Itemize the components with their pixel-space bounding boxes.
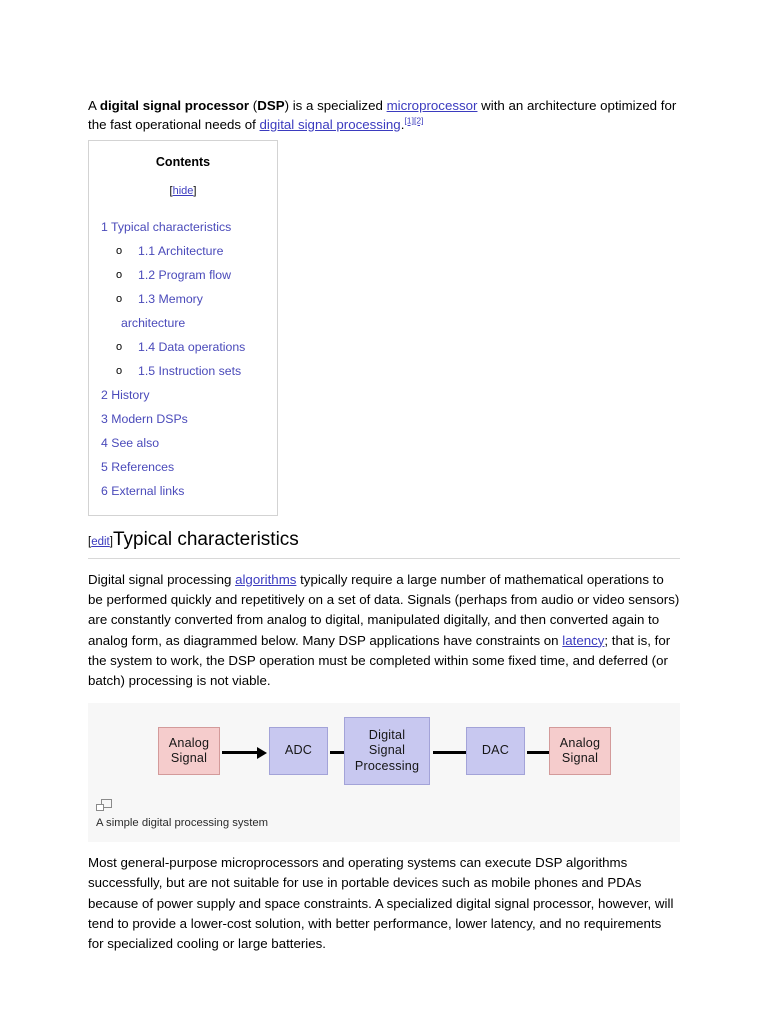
paragraph-typical-characteristics: Digital signal processing algorithms typ… bbox=[88, 570, 680, 691]
section-edit-link[interactable]: edit bbox=[91, 536, 110, 548]
enlarge-icon-outer-square bbox=[101, 799, 112, 809]
toc-item-1[interactable]: 1 Typical characteristics bbox=[101, 215, 265, 239]
toc-item-1-5[interactable]: o 1.5 Instruction sets bbox=[101, 359, 265, 383]
node-label-line2: Signal bbox=[368, 743, 406, 758]
arrow-analog-to-adc bbox=[222, 746, 267, 759]
para1-text-b: typically require a large number of math… bbox=[88, 572, 680, 648]
toc-bullet-icon: o bbox=[116, 245, 123, 257]
figure-caption-wrap: A simple digital processing system bbox=[88, 799, 680, 842]
link-algorithms[interactable]: algorithms bbox=[235, 572, 297, 587]
enlarge-icon[interactable] bbox=[96, 799, 112, 812]
lead-text-c: ) is a specialized bbox=[284, 98, 387, 113]
para1-text-c: ; that is, for the system to work, the D… bbox=[88, 632, 671, 689]
reference-link-2[interactable]: [2] bbox=[413, 115, 424, 126]
lead-text-e: . bbox=[400, 117, 405, 132]
toc-link-5[interactable]: 5 References bbox=[101, 460, 175, 474]
lead-text-b: ( bbox=[249, 98, 258, 113]
toc-bullet-icon: o bbox=[116, 269, 123, 281]
diagram-node-adc: ADC bbox=[269, 727, 328, 776]
para1-text-a: Digital signal processing bbox=[88, 572, 236, 587]
diagram-canvas: Analog Signal ADC Digital Signal Process… bbox=[88, 703, 680, 799]
toc-link-1[interactable]: 1 Typical characteristics bbox=[101, 220, 232, 234]
toc-link-1-4[interactable]: 1.4 Data operations bbox=[138, 340, 246, 354]
toc-bullet-icon: o bbox=[116, 293, 123, 305]
toc-toggle-close-bracket: ] bbox=[193, 185, 197, 197]
toc-item-1-4[interactable]: o 1.4 Data operations bbox=[101, 335, 265, 359]
toc-link-1-2[interactable]: 1.2 Program flow bbox=[138, 268, 231, 282]
node-label-line1: Digital bbox=[368, 727, 406, 742]
toc-link-1-5[interactable]: 1.5 Instruction sets bbox=[138, 364, 242, 378]
toc-link-1-3[interactable]: 1.3 Memory architecture bbox=[121, 292, 203, 330]
reference-link-1[interactable]: [1] bbox=[404, 115, 414, 126]
lead-bold-abbr: DSP bbox=[257, 98, 285, 113]
toc-item-6[interactable]: 6 External links bbox=[101, 479, 265, 503]
toc-item-2[interactable]: 2 History bbox=[101, 383, 265, 407]
edit-close-bracket: ] bbox=[109, 536, 113, 548]
toc-item-3[interactable]: 3 Modern DSPs bbox=[101, 407, 265, 431]
enlarge-icon-inner-square bbox=[96, 804, 104, 812]
toc-item-1-2[interactable]: o 1.2 Program flow bbox=[101, 263, 265, 287]
link-digital-signal-processing[interactable]: digital signal processing bbox=[259, 117, 401, 132]
node-label-line1: Analog bbox=[559, 735, 601, 750]
toc-item-4[interactable]: 4 See also bbox=[101, 431, 265, 455]
lead-text-a: A bbox=[88, 98, 100, 113]
arrow-dsp-to-dac bbox=[433, 746, 478, 759]
toc-toggle-open-bracket: [ bbox=[169, 185, 173, 197]
node-label-line1: Analog bbox=[168, 735, 210, 750]
table-of-contents: Contents [hide] 1 Typical characteristic… bbox=[88, 140, 278, 516]
toc-title: Contents bbox=[155, 155, 211, 169]
link-latency[interactable]: latency bbox=[562, 632, 605, 648]
node-label-line3: Processing bbox=[354, 758, 420, 773]
toc-link-3[interactable]: 3 Modern DSPs bbox=[101, 412, 188, 426]
figure-block-diagram: Analog Signal ADC Digital Signal Process… bbox=[88, 703, 680, 843]
diagram-node-analog-signal-output: Analog Signal bbox=[549, 727, 611, 776]
node-label-line1: ADC bbox=[284, 743, 313, 758]
toc-hide-link[interactable]: hide bbox=[172, 185, 194, 197]
edit-open-bracket: [ bbox=[88, 536, 92, 548]
toc-link-1-1[interactable]: 1.1 Architecture bbox=[138, 244, 224, 258]
figure-caption: A simple digital processing system bbox=[96, 817, 269, 830]
toc-list: 1 Typical characteristics o 1.1 Architect… bbox=[101, 215, 265, 503]
toc-toggle: [hide] bbox=[101, 185, 265, 197]
toc-link-2[interactable]: 2 History bbox=[101, 388, 150, 402]
reference-superscripts: [1][2] bbox=[404, 116, 423, 126]
link-microprocessor[interactable]: microprocessor bbox=[386, 98, 478, 113]
section-heading: [edit]Typical characteristics bbox=[88, 528, 680, 559]
toc-bullet-icon: o bbox=[116, 365, 123, 377]
toc-bullet-icon: o bbox=[116, 341, 123, 353]
diagram-node-analog-signal-input: Analog Signal bbox=[158, 727, 220, 776]
section-heading-text: Typical characteristics bbox=[112, 529, 299, 550]
diagram-node-digital-signal-processing: Digital Signal Processing bbox=[344, 717, 430, 786]
lead-paragraph: A digital signal processor (DSP) is a sp… bbox=[88, 96, 680, 134]
toc-link-4[interactable]: 4 See also bbox=[101, 436, 160, 450]
node-label-line2: Signal bbox=[170, 751, 208, 766]
paragraph-general-purpose: Most general-purpose microprocessors and… bbox=[88, 855, 674, 952]
section-edit-link-wrap: [edit] bbox=[88, 536, 113, 548]
toc-item-5[interactable]: 5 References bbox=[101, 455, 265, 479]
node-label-line1: DAC bbox=[481, 743, 510, 758]
toc-link-6[interactable]: 6 External links bbox=[101, 484, 185, 498]
toc-item-1-1[interactable]: o 1.1 Architecture bbox=[101, 239, 265, 263]
article-content: A digital signal processor (DSP) is a sp… bbox=[88, 96, 680, 954]
lead-bold-term: digital signal processor bbox=[99, 98, 250, 113]
diagram-node-dac: DAC bbox=[466, 727, 525, 776]
lead-text-d: with an architecture optimized for the f… bbox=[88, 98, 677, 132]
node-label-line2: Signal bbox=[561, 751, 599, 766]
